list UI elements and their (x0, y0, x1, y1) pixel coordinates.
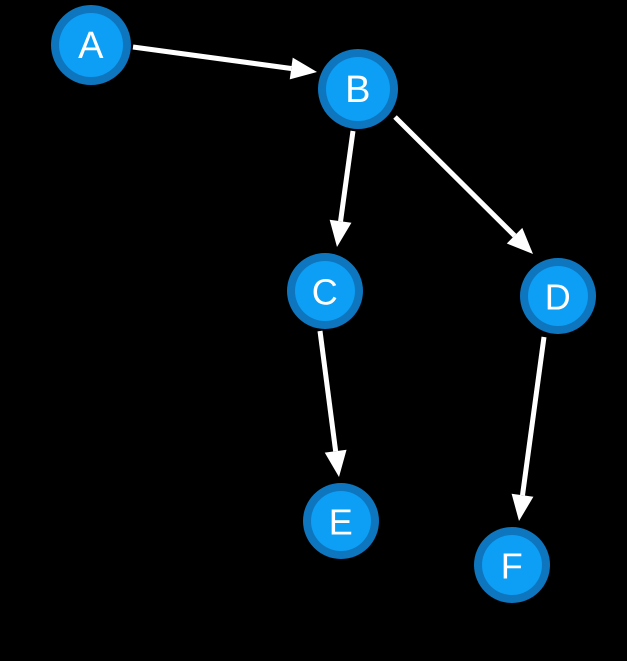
arrowhead-icon (329, 219, 352, 247)
node-fill (59, 13, 123, 77)
edge-a-to-b (132, 44, 317, 80)
node-label: D (545, 277, 572, 318)
node-label: E (329, 502, 354, 543)
node-fill (482, 535, 542, 595)
edge-shaft (393, 115, 517, 238)
graph-node-b[interactable]: B (318, 49, 398, 129)
node-fill (528, 266, 588, 326)
nodes-layer: A B C D E F (51, 5, 596, 603)
arrowhead-icon (324, 449, 347, 477)
graph-node-a[interactable]: A (51, 5, 131, 85)
node-label: A (78, 25, 104, 67)
edge-shaft (520, 336, 547, 496)
edge-c-to-e (317, 330, 347, 477)
edge-b-to-c (329, 130, 356, 247)
node-fill (326, 57, 390, 121)
node-label: F (501, 546, 524, 587)
arrowhead-icon (511, 493, 534, 521)
arrowhead-icon (289, 57, 317, 80)
edge-shaft (338, 130, 356, 222)
arrowhead-icon (506, 227, 533, 254)
edge-d-to-f (511, 336, 547, 521)
node-label: C (312, 272, 339, 313)
graph-node-d[interactable]: D (520, 258, 596, 334)
node-fill (295, 261, 355, 321)
node-label: B (345, 69, 371, 111)
node-fill (311, 491, 371, 551)
graph-node-c[interactable]: C (287, 253, 363, 329)
graph-node-f[interactable]: F (474, 527, 550, 603)
edge-b-to-d (393, 115, 533, 254)
graph-node-e[interactable]: E (303, 483, 379, 559)
edge-shaft (317, 330, 339, 452)
edge-shaft (132, 44, 292, 71)
edges-layer (132, 44, 547, 521)
